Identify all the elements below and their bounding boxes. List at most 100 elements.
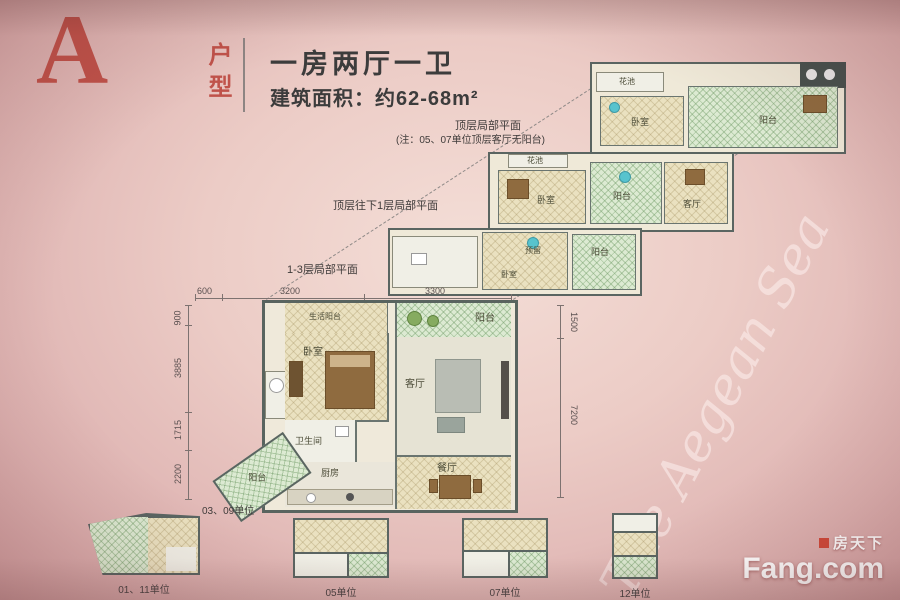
fang-logo-cn: 房天下 xyxy=(832,534,884,552)
unit-thumb-12 xyxy=(612,513,658,579)
living-room: 客厅 xyxy=(395,337,511,455)
cascade-plan-mid: 花池 卧室 阳台 客厅 xyxy=(488,152,734,232)
unit-label: 07单位 xyxy=(489,588,521,599)
cabinet-icon xyxy=(685,169,705,185)
room-label: 阳台 xyxy=(759,115,778,125)
plant-icon xyxy=(427,315,439,327)
bed-icon xyxy=(325,351,375,409)
basin-icon xyxy=(527,237,539,249)
room-label: 阳台 xyxy=(613,191,632,201)
cascade-plan-top: 花池 卧室 阳台 xyxy=(590,62,846,154)
unit-letter: A xyxy=(36,0,109,105)
dim-value: 1500 xyxy=(569,311,580,333)
plant-icon xyxy=(407,311,422,326)
dim-value: 2200 xyxy=(173,463,184,485)
chair-icon xyxy=(429,479,438,493)
bath-room xyxy=(392,236,478,288)
toilet-icon xyxy=(335,426,349,437)
fang-logo-en: Fang.com xyxy=(742,551,884,585)
planter-icon xyxy=(803,95,827,113)
kitchen-room: 厨房 xyxy=(285,462,397,507)
room-label: 预留 xyxy=(525,246,541,255)
utility-shaft xyxy=(265,371,287,419)
room-label: 餐厅 xyxy=(437,463,457,474)
room-label: 卧室 xyxy=(501,270,517,279)
annotation-mid-plan: 顶层往下1层局部平面 xyxy=(333,200,439,212)
bedroom-room: 预留 卧室 xyxy=(482,232,568,290)
wardrobe-icon xyxy=(289,361,303,397)
room-label: 花池 xyxy=(619,77,635,86)
chair-icon xyxy=(473,479,482,493)
unit-label: 12单位 xyxy=(619,589,651,600)
dimension-line xyxy=(188,305,189,500)
plan-title: 一房两厅一卫 xyxy=(270,49,456,79)
annotation-low-plan: 1-3层局部平面 xyxy=(287,264,358,276)
room-label: 客厅 xyxy=(683,199,702,209)
living-room: 客厅 xyxy=(664,162,728,224)
washer-icon xyxy=(269,378,284,393)
main-floorplan: 生活阳台 卧室 阳台 客厅 卫生间 xyxy=(262,300,518,513)
unit-label: 05单位 xyxy=(325,588,357,599)
sofa-icon xyxy=(435,359,481,413)
plan-area: 建筑面积：约62-68m² xyxy=(270,88,479,110)
unit-type-label: 户型 xyxy=(204,42,231,106)
fang-logo-icon xyxy=(818,537,829,548)
room-label: 阳台 xyxy=(248,472,267,483)
basin-icon xyxy=(609,102,620,113)
circle-fixture xyxy=(824,69,835,80)
dim-value: 3300 xyxy=(425,286,446,296)
tv-cabinet-icon xyxy=(501,361,509,419)
room-label: 阳台 xyxy=(475,313,495,324)
flower-bed: 花池 xyxy=(596,72,664,92)
room-label: 花池 xyxy=(527,156,543,165)
room-label: 客厅 xyxy=(405,379,425,390)
plant-icon xyxy=(619,171,631,183)
stove-icon xyxy=(346,493,354,501)
balcony-room: 阳台 xyxy=(395,303,511,339)
header-divider xyxy=(243,38,245,112)
fang-logo: 房天下 Fang.com xyxy=(742,532,884,585)
annotation-top-plan-note: (注：05、07单位顶层客厅无阳台) xyxy=(396,135,545,146)
room-label: 卫生间 xyxy=(295,436,323,446)
annotation-top-plan: 顶层局部平面 xyxy=(455,120,521,132)
unit-thumb-05 xyxy=(293,518,389,578)
room-label: 生活阳台 xyxy=(309,312,341,321)
unit-thumb-01-11 xyxy=(88,513,200,575)
dim-value: 7200 xyxy=(569,404,580,426)
balcony-room: 阳台 xyxy=(590,162,662,224)
balcony-room: 阳台 xyxy=(572,234,636,290)
room-label: 阳台 xyxy=(591,247,610,257)
service-balcony-room: 生活阳台 xyxy=(285,303,388,335)
bedroom-room: 卧室 xyxy=(285,333,389,422)
balcony-room: 阳台 xyxy=(688,86,838,148)
bed-icon xyxy=(507,179,529,199)
sink-icon xyxy=(306,493,316,503)
dim-value: 900 xyxy=(172,310,183,326)
dimension-line xyxy=(195,298,512,299)
flower-bed: 花池 xyxy=(508,154,568,168)
circle-fixture xyxy=(806,69,817,80)
dim-value: 3885 xyxy=(173,357,184,379)
room-label: 厨房 xyxy=(321,468,340,478)
dimension-top: 600 3200 3300 xyxy=(195,286,512,302)
dimension-left: 900 3885 1715 2200 xyxy=(172,305,192,500)
room-label: 卧室 xyxy=(537,195,556,205)
room-label: 卧室 xyxy=(303,347,323,358)
bedroom-room: 卧室 xyxy=(498,170,586,224)
dim-value: 3200 xyxy=(280,286,301,296)
unit-label: 01、11单位 xyxy=(118,585,170,596)
counter-icon xyxy=(287,489,393,505)
room-label: 卧室 xyxy=(631,117,650,127)
dim-value: 1715 xyxy=(173,419,184,441)
dining-table-icon xyxy=(439,475,471,499)
coffee-table-icon xyxy=(437,417,465,433)
stair-core xyxy=(800,62,846,88)
cascade-plan-low: 预留 卧室 阳台 xyxy=(388,228,642,296)
unit-thumb-07 xyxy=(462,518,548,578)
dining-room: 餐厅 xyxy=(395,455,511,509)
dimension-right: 1500 7200 xyxy=(556,305,580,498)
toilet-icon xyxy=(411,253,427,265)
bedroom-room: 卧室 xyxy=(600,96,684,146)
dim-value: 600 xyxy=(197,286,213,296)
